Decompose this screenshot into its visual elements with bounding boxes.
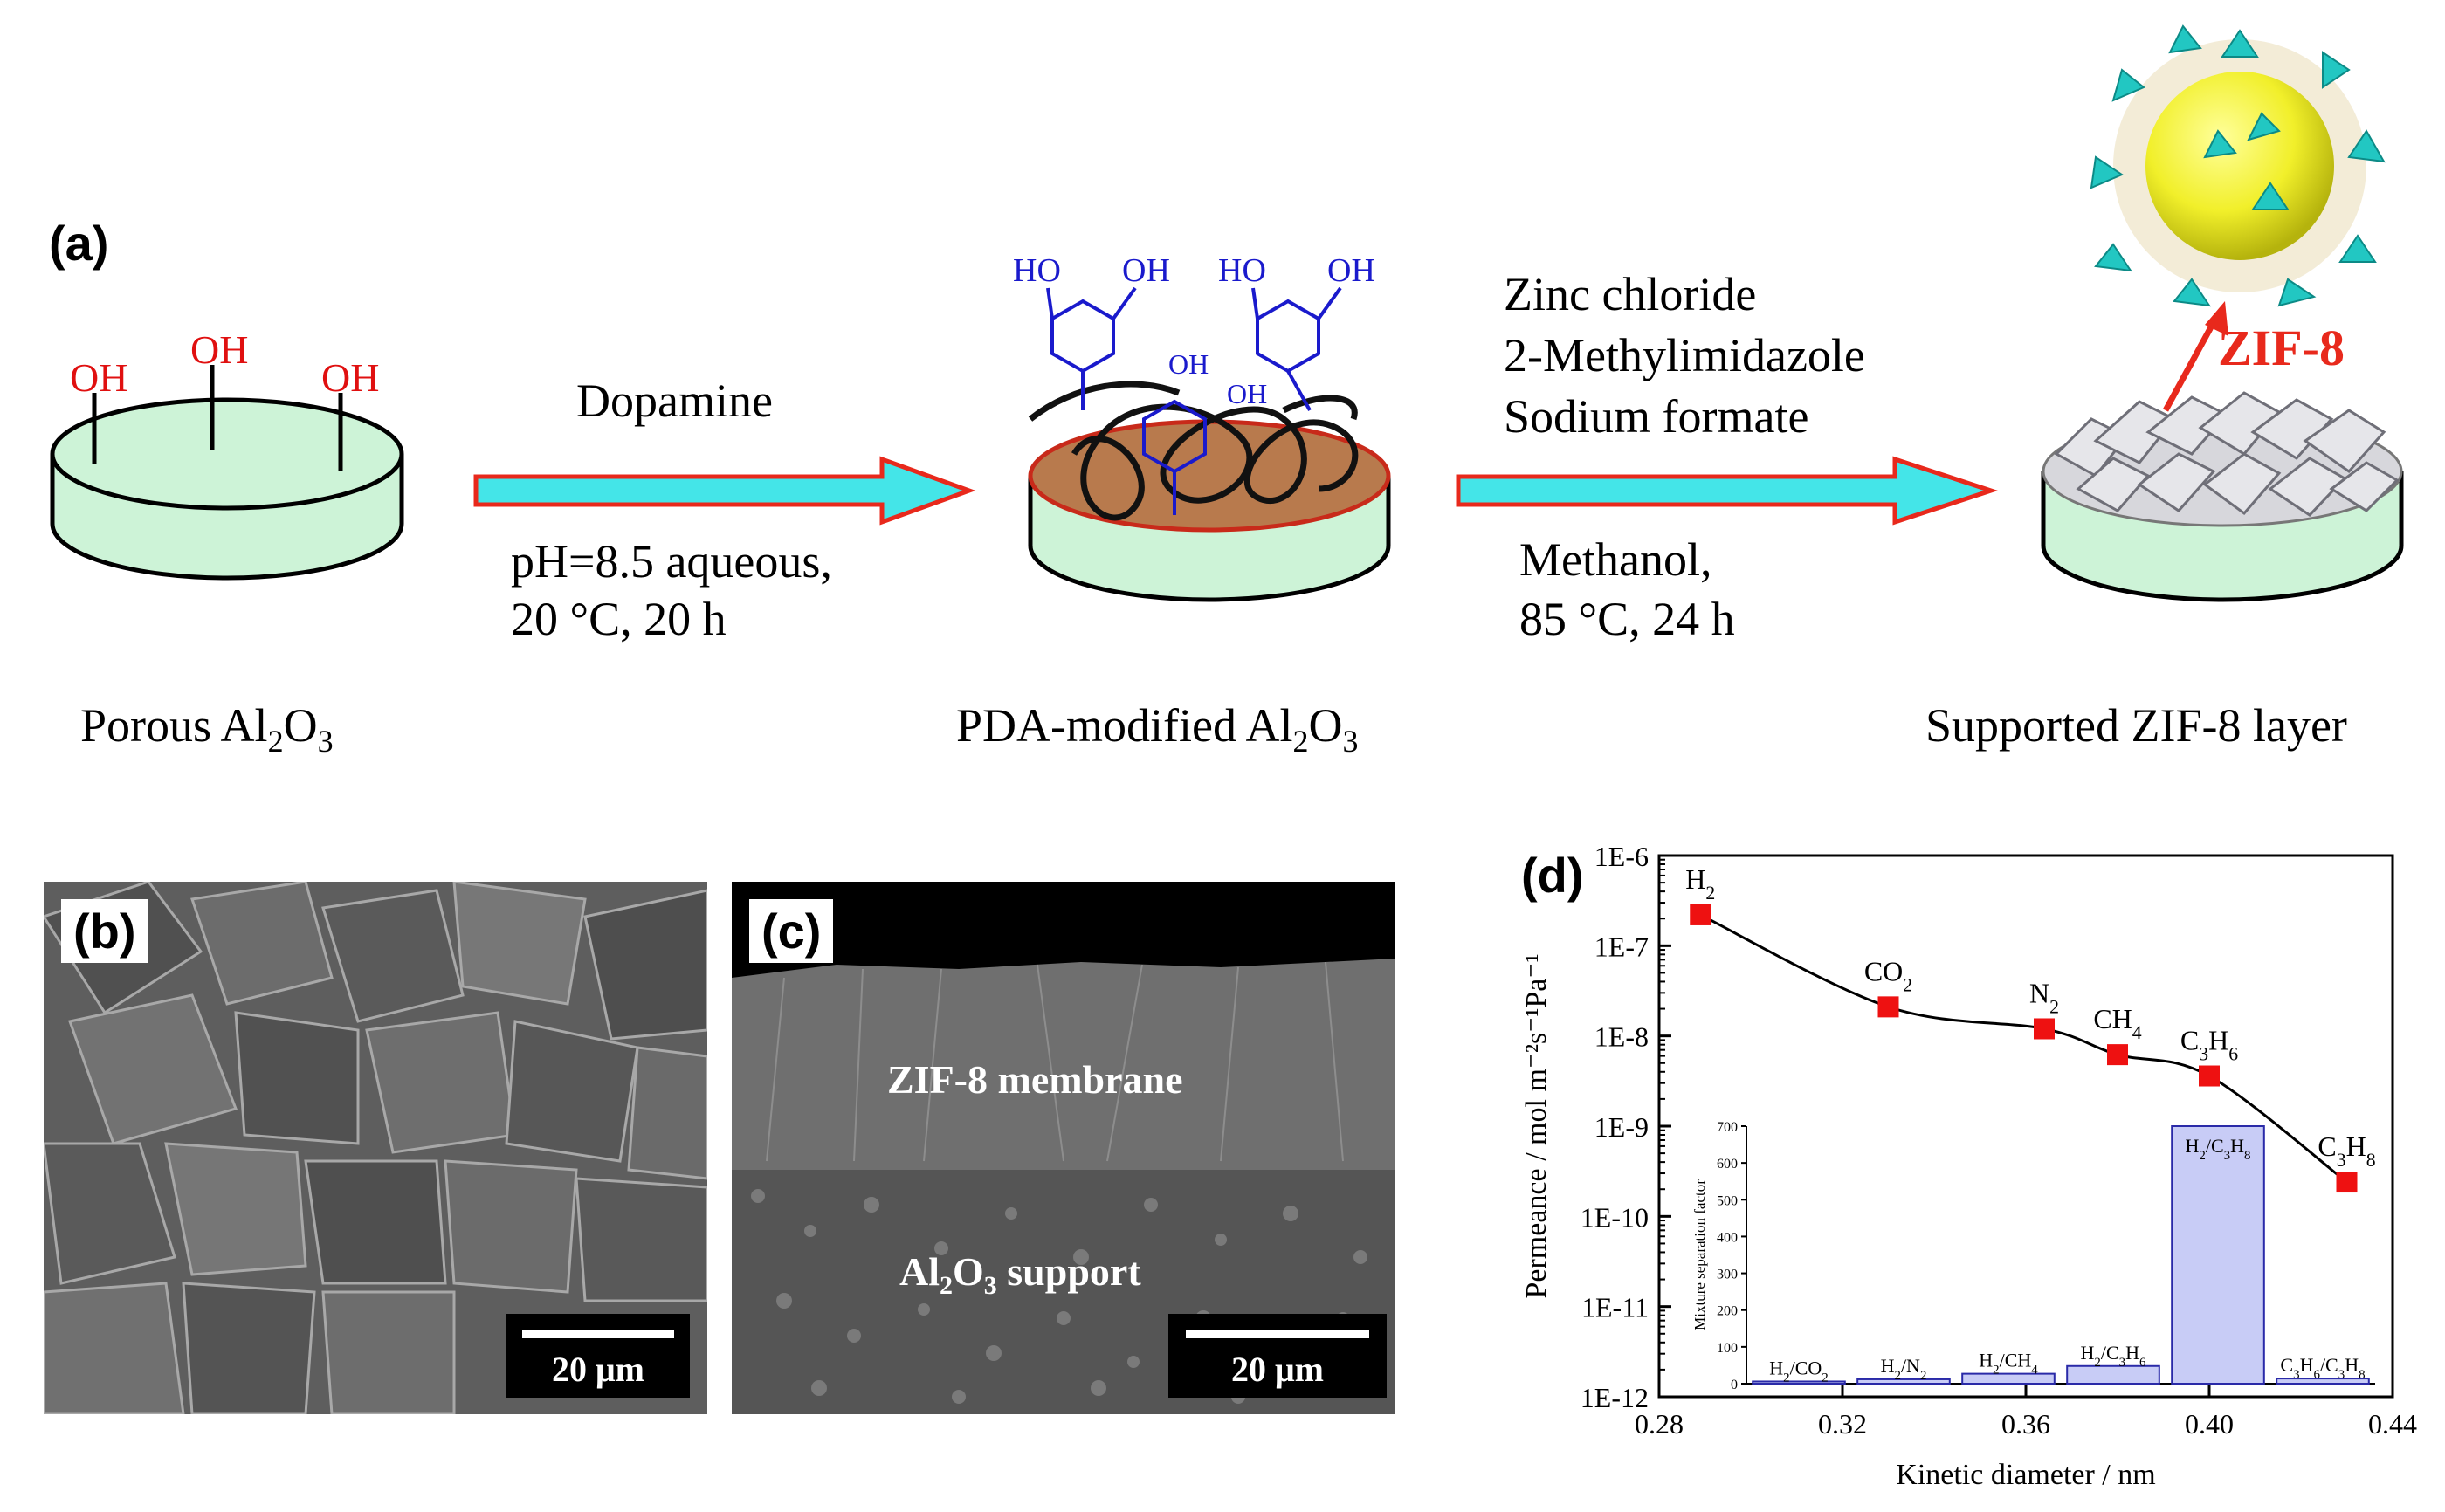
step1-reagent: Dopamine	[576, 375, 773, 427]
inset-y-tick-label: 600	[1717, 1157, 1738, 1172]
oh-label-3: OH	[321, 355, 379, 400]
inset-bar	[1856, 1378, 1951, 1385]
y-tick-label: 1E-7	[1594, 931, 1649, 962]
permeance-chart: 1E-12 1E-11 1E-10 1E-9 1E-8 1E-7 1E-6 0.28 0.32 0…	[1520, 841, 2417, 1491]
scale-bar-b	[522, 1330, 674, 1338]
data-point	[1690, 904, 1712, 925]
reaction-arrow-1	[473, 456, 976, 526]
pda-label-oh-2: OH	[1327, 252, 1375, 289]
panel-label-c: (c)	[749, 899, 834, 963]
data-point	[2336, 1172, 2358, 1193]
oh-label-2: OH	[190, 327, 248, 372]
inset-bar-label: H2/CO2	[1769, 1357, 1829, 1385]
catechol-group-1	[1046, 286, 1137, 410]
support-layer-label: Al2O3 support	[899, 1249, 1141, 1301]
step2-reagent-3: Sodium formate	[1504, 390, 1809, 443]
data-point-label: CH4	[2093, 1003, 2141, 1043]
inset-y-tick-label: 400	[1717, 1230, 1738, 1245]
step2-reagent-2: 2-Methylimidazole	[1504, 329, 1865, 381]
plot-frame	[1657, 854, 2394, 1399]
inset-y-tick-label: 500	[1717, 1193, 1738, 1208]
panel-label-d: (d)	[1521, 848, 1584, 903]
inset-bar	[2066, 1364, 2160, 1385]
step2-condition-2: 85 °C, 24 h	[1519, 593, 1735, 645]
panel-label-b: (b)	[61, 899, 148, 963]
panel-label-a: (a)	[49, 216, 109, 271]
data-point	[2034, 1018, 2055, 1040]
pda-label-oh-3: OH	[1168, 348, 1209, 380]
inset-y-tick-label: 200	[1717, 1304, 1738, 1319]
pda-label-oh-1: OH	[1122, 252, 1170, 289]
fit-curve	[1699, 913, 2348, 1184]
y-tick-label: 1E-12	[1581, 1382, 1649, 1413]
inset-bar	[1752, 1380, 1846, 1385]
stage3-label: Supported ZIF-8 layer	[1925, 699, 2347, 752]
oh-label-1: OH	[70, 355, 127, 400]
data-point-label: C3H8	[2318, 1131, 2375, 1171]
pda-label-oh-4: OH	[1227, 378, 1267, 409]
pda-label-ho-1: HO	[1013, 252, 1061, 289]
inset-y-tick-label: 700	[1717, 1120, 1738, 1135]
data-point-label: CO2	[1864, 955, 1912, 995]
reaction-arrow-2	[1456, 456, 1999, 526]
stage2-label: PDA-modified Al2O3	[956, 699, 1359, 759]
data-point-label: N2	[2029, 977, 2059, 1017]
x-axis-label: Kinetic diameter / nm	[1896, 1459, 2155, 1491]
zif8-tag: ZIF-8	[2218, 320, 2345, 376]
step2-reagent-1: Zinc chloride	[1504, 268, 1757, 320]
y-tick-label: 1E-6	[1594, 841, 1649, 872]
y-axis-label: Permeance / mol m⁻²s⁻¹Pa⁻¹	[1520, 953, 1553, 1298]
inset-bar-label: H2/C3H6	[2080, 1342, 2146, 1370]
zif8-supported-disk	[2041, 391, 2404, 602]
scale-bar-box-c: 20 μm	[1168, 1314, 1387, 1398]
y-tick-label: 1E-11	[1581, 1292, 1649, 1323]
inset-bar-label: H2/N2	[1881, 1355, 1927, 1383]
stage1-label: Porous Al2O3	[80, 699, 334, 759]
data-point	[1877, 996, 1899, 1018]
data-point	[2107, 1044, 2128, 1066]
step1-condition-2: 20 °C, 20 h	[511, 593, 727, 645]
catechol-group-3	[1142, 399, 1207, 515]
y-tick-label: 1E-9	[1594, 1111, 1649, 1143]
membrane-layer-label: ZIF-8 membrane	[887, 1057, 1183, 1102]
x-tick-label: 0.28	[1635, 1408, 1684, 1440]
inset-bar-label: C3H6/C3H8	[2280, 1354, 2365, 1382]
inset-y-tick-label: 100	[1717, 1341, 1738, 1356]
y-tick-label: 1E-10	[1581, 1201, 1649, 1233]
porous-support-disk	[50, 365, 404, 581]
x-tick-label: 0.32	[1818, 1408, 1867, 1440]
x-tick-label: 0.36	[2001, 1408, 2050, 1440]
step2-condition-1: Methanol,	[1519, 533, 1712, 586]
step1-condition-1: pH=8.5 aqueous,	[511, 535, 832, 588]
inset-y-tick-label: 300	[1717, 1268, 1738, 1282]
pda-modified-disk	[1028, 381, 1391, 602]
inset-bar-label: H2/CH4	[1979, 1350, 2038, 1378]
data-point-label: C3H6	[2180, 1025, 2238, 1065]
inset-y-tick-label: 0	[1731, 1378, 1738, 1392]
pda-label-ho-2: HO	[1218, 252, 1266, 289]
scheme-graphics: OH OH OH HO OH	[50, 24, 2404, 602]
scale-bar-box-b: 20 μm	[506, 1314, 690, 1398]
x-tick-label: 0.40	[2185, 1408, 2234, 1440]
inset-bar	[2276, 1378, 2370, 1385]
y-tick-label: 1E-8	[1594, 1021, 1649, 1053]
zif8-cage-illustration	[2090, 24, 2386, 412]
inset-bar	[2171, 1125, 2265, 1385]
scale-bar-c	[1186, 1330, 1369, 1338]
x-tick-label: 0.44	[2368, 1408, 2417, 1440]
data-point	[2199, 1065, 2220, 1087]
scale-bar-label-b: 20 μm	[552, 1350, 644, 1389]
data-point-label: H2	[1685, 863, 1715, 904]
inset-y-axis-label: Mixture separation factor	[1691, 1179, 1708, 1330]
catechol-group-2	[1251, 286, 1342, 411]
inset-bar-label: H2/C3H8	[2185, 1135, 2250, 1163]
inset-bar	[1961, 1372, 2056, 1385]
scale-bar-label-c: 20 μm	[1231, 1350, 1324, 1389]
